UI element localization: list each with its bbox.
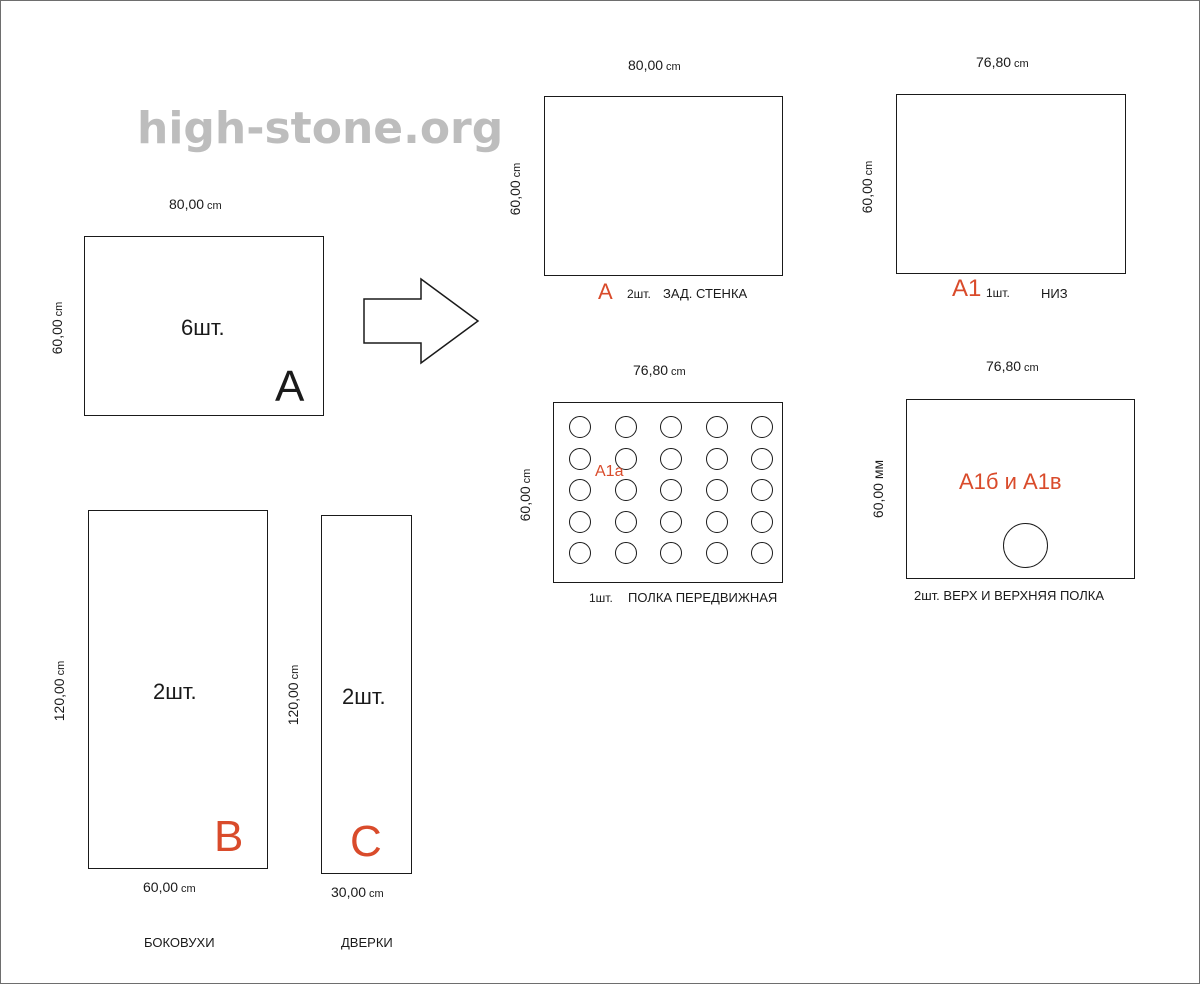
part-a-height-value: 60,00 xyxy=(507,180,523,216)
panel-a: 6шт. A xyxy=(84,236,324,416)
panel-a-letter: A xyxy=(275,362,305,411)
shelf-hole xyxy=(751,447,773,470)
shelf-hole xyxy=(660,542,682,564)
part-a-quantity: 2шт. xyxy=(627,287,651,301)
part-a1b-width-value: 76,80 xyxy=(986,358,1022,374)
part-a1a-name: ПОЛКА ПЕРЕДВИЖНАЯ xyxy=(628,590,778,605)
shelf-hole xyxy=(751,479,773,501)
shelf-hole xyxy=(705,447,728,470)
part-a1b-height-value: 60,00 мм xyxy=(870,459,886,519)
part-a1a-width-value: 76,80 xyxy=(633,362,669,378)
panel-c-height-unit: cm xyxy=(289,664,301,680)
shelf-hole xyxy=(705,416,728,438)
part-a1-height-value: 60,00 xyxy=(859,178,875,214)
part-a1a-quantity: 1шт. xyxy=(589,591,613,605)
part-a1b-letter: A1б и A1в xyxy=(959,469,1062,494)
panel-c-height-value: 120,00 xyxy=(285,682,301,726)
shelf-hole xyxy=(660,510,682,533)
shelf-hole xyxy=(614,510,637,533)
panel-a-width-value: 80,00 xyxy=(169,196,205,212)
panel-b-width-unit: cm xyxy=(181,883,196,895)
part-a-height-unit: cm xyxy=(511,162,523,178)
shelf-hole xyxy=(614,447,637,470)
panel-c-width-value: 30,00 xyxy=(331,884,367,900)
shelf-hole xyxy=(660,416,682,438)
shelf-hole xyxy=(614,542,637,564)
part-a1-letter: A1 xyxy=(952,275,982,302)
part-a1a-height-value: 60,00 xyxy=(517,486,533,522)
part-a1-panel xyxy=(896,94,1126,274)
shelf-hole xyxy=(751,510,773,533)
panel-c: 2шт. C xyxy=(321,515,412,874)
shelf-hole xyxy=(569,447,591,470)
shelf-hole xyxy=(614,479,637,501)
panel-a-height-unit: cm xyxy=(53,301,65,317)
shelf-hole xyxy=(569,479,591,501)
right-arrow-icon xyxy=(363,277,480,365)
shelf-hole xyxy=(660,447,682,470)
part-a1-width-value: 76,80 xyxy=(976,54,1012,70)
panel-a-height-value: 60,00 xyxy=(49,319,65,355)
part-a1b-caption: 2шт. ВЕРХ И ВЕРХНЯЯ ПОЛКА xyxy=(914,588,1105,603)
part-a1a-panel xyxy=(553,402,783,583)
panel-b-letter: B xyxy=(214,812,244,861)
panel-a-width-unit: cm xyxy=(207,200,222,212)
shelf-hole xyxy=(705,510,728,533)
part-a1a-letter: A1a xyxy=(595,463,624,480)
part-a-letter: A xyxy=(598,279,613,304)
panel-a-quantity: 6шт. xyxy=(181,315,225,340)
part-a1-name: НИЗ xyxy=(1041,286,1068,301)
panel-b-height-value: 120,00 xyxy=(51,678,67,722)
part-a1b-hole xyxy=(1003,523,1048,568)
shelf-hole xyxy=(569,510,591,533)
panel-b-quantity: 2шт. xyxy=(153,679,197,704)
shelf-hole xyxy=(614,416,637,438)
part-a-name: ЗАД. СТЕНКА xyxy=(663,286,748,301)
shelf-hole xyxy=(751,416,773,438)
panel-c-width-unit: cm xyxy=(369,888,384,900)
part-a-width-unit: cm xyxy=(666,61,681,73)
shelf-hole xyxy=(705,542,728,564)
part-a-back-panel xyxy=(544,96,783,276)
shelf-hole xyxy=(705,479,728,501)
panel-b-height-unit: cm xyxy=(55,660,67,676)
part-a1b-panel: A1б и A1в xyxy=(906,399,1135,579)
watermark-text: high-stone.org xyxy=(137,103,504,154)
shelf-hole xyxy=(751,542,773,564)
panel-b: 2шт. B xyxy=(88,510,268,869)
shelf-hole xyxy=(569,416,591,438)
part-a1a-height-unit: cm xyxy=(521,468,533,484)
part-a-width-value: 80,00 xyxy=(628,57,664,73)
part-a1-height-unit: cm xyxy=(863,160,875,176)
panel-b-caption: БОКОВУХИ xyxy=(144,935,215,950)
part-a1-quantity: 1шт. xyxy=(986,286,1010,300)
shelf-hole xyxy=(660,479,682,501)
panel-b-width-value: 60,00 xyxy=(143,879,179,895)
part-a1-width-unit: cm xyxy=(1014,58,1029,70)
panel-c-letter: C xyxy=(350,817,382,866)
part-a1b-width-unit: cm xyxy=(1024,362,1039,374)
shelf-hole xyxy=(569,542,591,564)
panel-c-caption: ДВЕРКИ xyxy=(341,935,393,950)
panel-c-quantity: 2шт. xyxy=(342,684,386,709)
part-a1a-width-unit: cm xyxy=(671,366,686,378)
